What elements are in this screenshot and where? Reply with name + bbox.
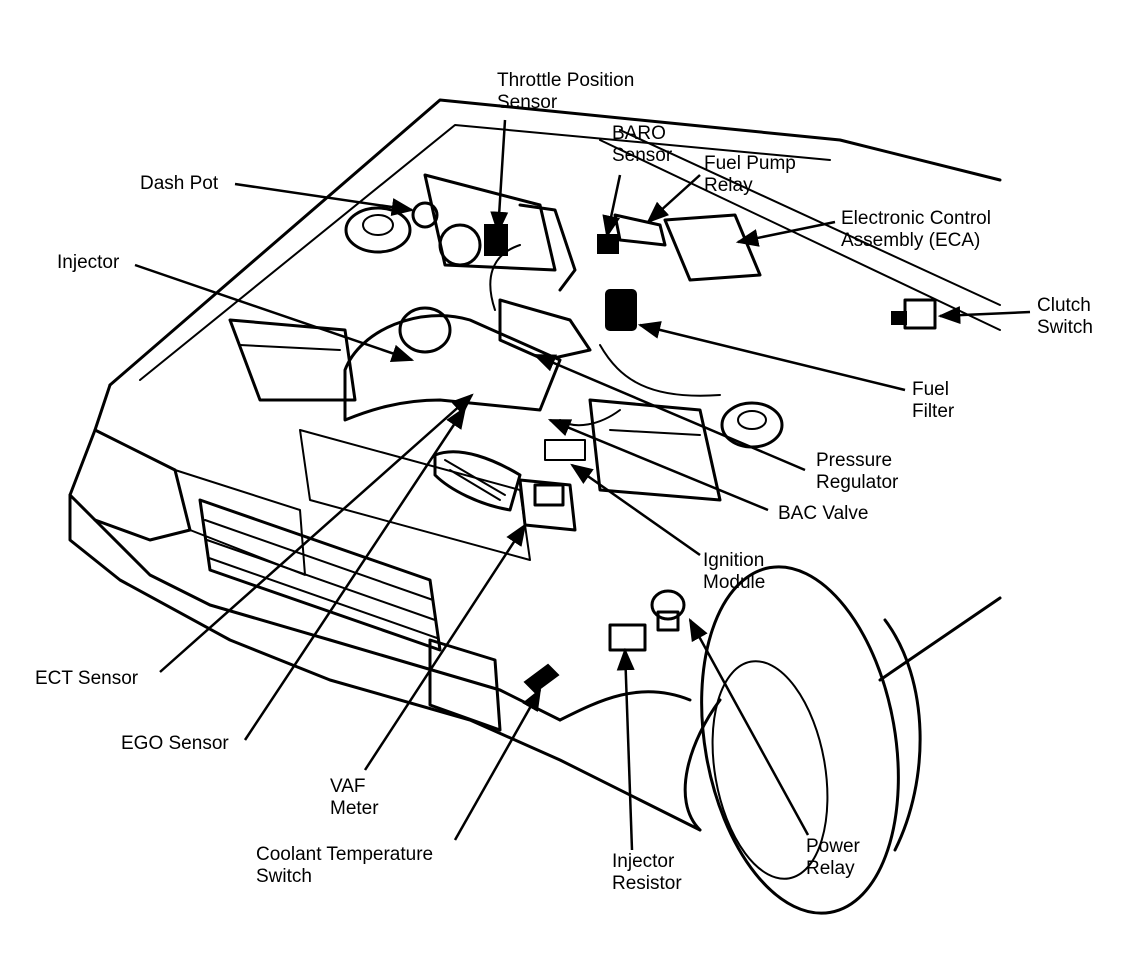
right-strut-tower [720, 401, 784, 449]
leader-clutch-switch [937, 306, 1031, 325]
leader-vaf-meter [363, 523, 527, 771]
label-line: Filter [912, 401, 955, 422]
label-line: ECT Sensor [35, 668, 139, 689]
label-ignition-module: Ignition Module [703, 550, 765, 594]
label-injector-resistor: Injector Resistor [612, 851, 682, 895]
label-line: Fuel Pump [704, 153, 796, 174]
baro-sensor-body [597, 234, 619, 254]
label-line: Pressure [816, 450, 893, 471]
vaf-meter-body [433, 450, 577, 532]
car-body [68, 98, 1002, 915]
label-dash-pot: Dash Pot [140, 173, 218, 195]
label-line: Fuel [912, 379, 949, 400]
label-line: Switch [1037, 317, 1093, 338]
coolant-temp-switch-body [523, 663, 560, 694]
label-throttle-position-sensor: Throttle Position Sensor [497, 70, 634, 114]
label-baro-sensor: BARO Sensor [612, 123, 672, 167]
label-line: Switch [256, 866, 312, 887]
label-ect-sensor: ECT Sensor [35, 668, 138, 690]
clutch-switch-body [891, 298, 937, 330]
leader-ignition-module [570, 463, 701, 557]
leader-power-relay [688, 618, 810, 836]
label-line: Ignition [703, 550, 765, 571]
leader-eca [735, 220, 836, 247]
label-electronic-control-assembly: Electronic Control Assembly (ECA) [841, 208, 991, 252]
label-line: Sensor [612, 145, 673, 166]
left-strut-tower [344, 206, 412, 254]
leader-dash-pot [234, 182, 415, 216]
label-line: Power [806, 836, 860, 857]
label-fuel-filter: Fuel Filter [912, 379, 954, 423]
label-line: Assembly (ECA) [841, 230, 981, 251]
label-line: Meter [330, 798, 379, 819]
label-line: VAF [330, 776, 366, 797]
label-line: Resistor [612, 873, 682, 894]
label-line: Coolant Temperature [256, 844, 434, 865]
label-line: Clutch [1037, 295, 1091, 316]
label-coolant-temperature-switch: Coolant Temperature Switch [256, 844, 433, 888]
front-wheel [700, 565, 922, 915]
label-line: Dash Pot [140, 173, 219, 194]
leader-coolant-temp-switch [453, 688, 542, 841]
label-line: Module [703, 572, 766, 593]
leader-ego-sensor [243, 406, 467, 741]
label-fuel-pump-relay: Fuel Pump Relay [704, 153, 796, 197]
label-line: EGO Sensor [121, 733, 229, 754]
fuel-filter-body [605, 289, 637, 331]
label-vaf-meter: VAF Meter [330, 776, 379, 820]
intake-pipe [343, 306, 562, 422]
leader-throttle-position-sensor [490, 119, 509, 235]
leader-pressure-regulator [532, 353, 806, 472]
leader-ect-sensor [159, 393, 474, 673]
leader-injector-resistor [616, 647, 635, 851]
leader-lines [134, 119, 1031, 851]
leader-fuel-filter [637, 321, 906, 392]
label-line: Throttle Position [497, 70, 635, 91]
label-line: Sensor [497, 92, 558, 113]
grille [198, 498, 442, 652]
label-line: Injector [612, 851, 675, 872]
label-power-relay: Power Relay [806, 836, 860, 880]
label-line: BARO [612, 123, 666, 144]
label-line: Relay [704, 175, 753, 196]
label-bac-valve: BAC Valve [778, 503, 868, 525]
leader-baro-sensor [602, 174, 622, 239]
label-line: Regulator [816, 472, 899, 493]
label-line: Electronic Control [841, 208, 991, 229]
battery [588, 398, 722, 502]
leader-bac-valve [547, 418, 769, 512]
label-line: Relay [806, 858, 855, 879]
label-line: BAC Valve [778, 503, 869, 524]
leader-fuel-pump-relay [646, 174, 701, 224]
leader-injector [134, 263, 415, 362]
label-injector: Injector [57, 252, 119, 274]
injector-resistor-body [608, 623, 647, 652]
power-relay-body [650, 589, 686, 632]
fuel-pump-relay-body [613, 213, 667, 247]
eca-body [663, 213, 762, 282]
label-pressure-regulator: Pressure Regulator [816, 450, 898, 494]
label-ego-sensor: EGO Sensor [121, 733, 229, 755]
label-clutch-switch: Clutch Switch [1037, 295, 1093, 339]
label-line: Injector [57, 252, 120, 273]
